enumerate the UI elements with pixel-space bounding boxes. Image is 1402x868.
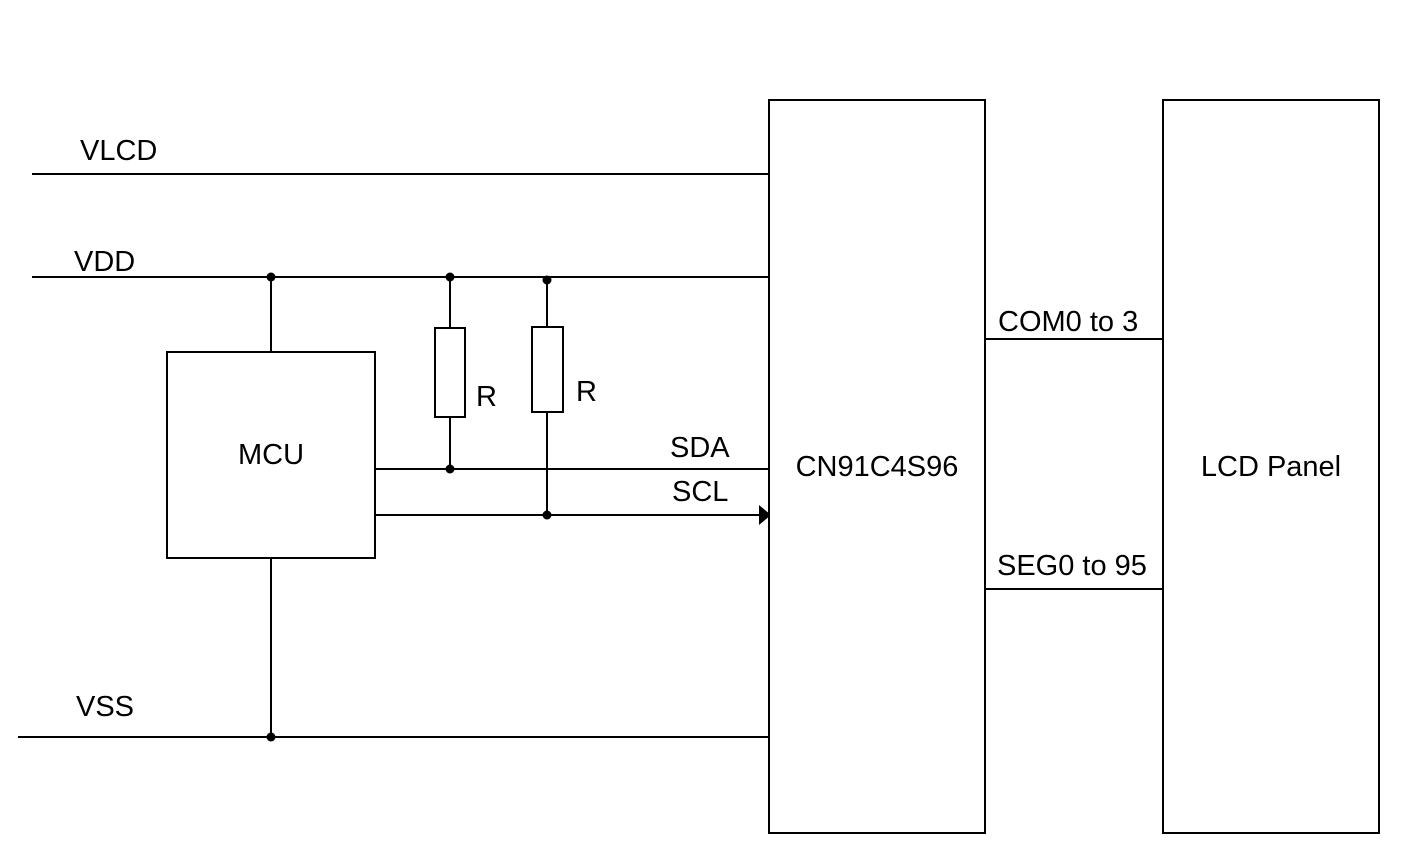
lcd-panel-label: LCD Panel	[1201, 451, 1341, 483]
junction-dot	[445, 272, 455, 282]
driver-ic-label: CN91C4S96	[796, 451, 959, 483]
scl-arrowhead	[759, 505, 771, 525]
vss-label: VSS	[76, 691, 134, 723]
driver-ic-block	[768, 99, 986, 834]
scl-label: SCL	[672, 476, 728, 508]
mcu-label: MCU	[238, 439, 304, 471]
com-label: COM0 to 3	[998, 306, 1138, 338]
junction-dot	[266, 272, 276, 282]
r1-label: R	[476, 381, 497, 413]
sda-label: SDA	[670, 432, 730, 464]
r2-resistor	[531, 326, 564, 413]
r2-label: R	[576, 376, 597, 408]
mcu-block	[166, 351, 376, 559]
junction-dot	[542, 275, 552, 285]
seg-label: SEG0 to 95	[997, 550, 1147, 582]
r1-resistor	[434, 327, 466, 418]
vlcd-label: VLCD	[80, 135, 157, 167]
lcd-panel-block	[1162, 99, 1380, 834]
junction-dot	[445, 464, 455, 474]
junction-dot	[266, 732, 276, 742]
vdd-label: VDD	[74, 246, 135, 278]
junction-dot	[542, 510, 552, 520]
